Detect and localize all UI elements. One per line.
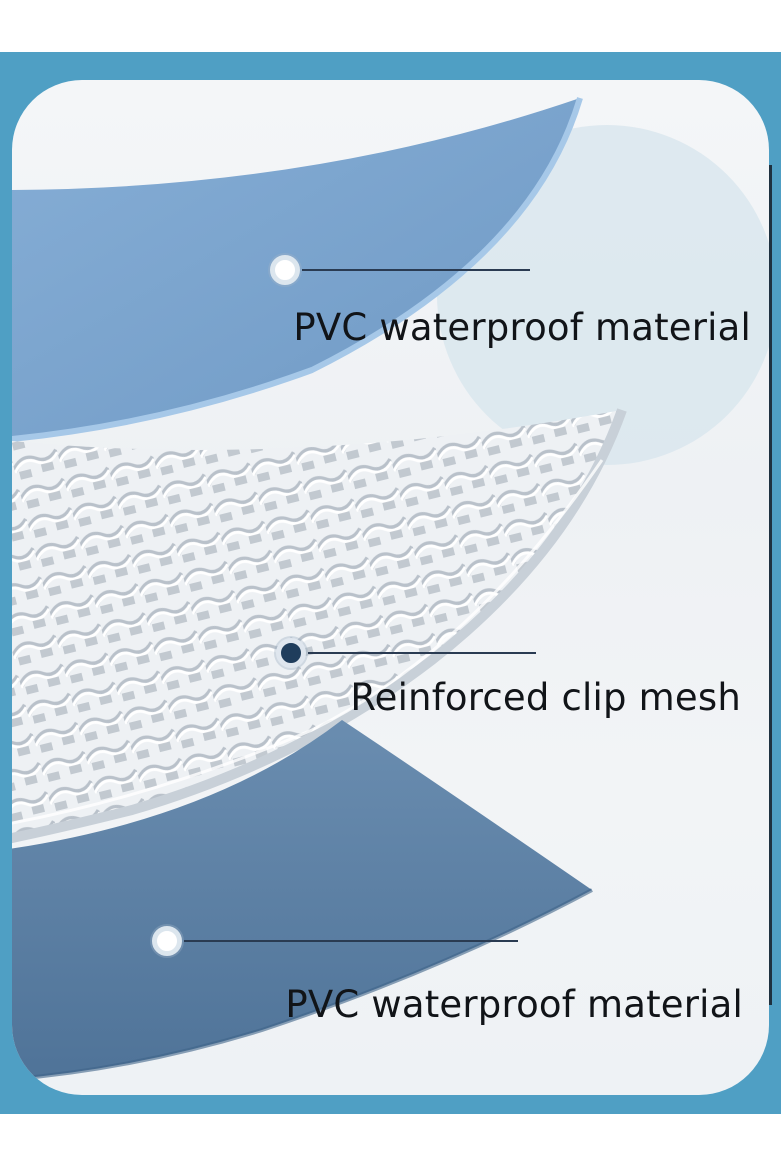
mesh-layer	[12, 410, 622, 838]
right-edge-rule	[769, 165, 772, 1005]
navy-circle-marker-icon	[276, 638, 306, 668]
material-layers-panel: PVC waterproof material Reinforced clip …	[12, 80, 769, 1095]
leader-line	[302, 269, 530, 271]
mesh-layer-edge	[12, 408, 627, 844]
layers-illustration	[12, 97, 769, 1082]
callout-label-pvc-top: PVC waterproof material	[293, 306, 751, 349]
bottom-pvc-layer	[12, 720, 592, 1080]
white-circle-marker-icon	[270, 255, 300, 285]
white-circle-marker-icon	[152, 926, 182, 956]
leader-line	[184, 940, 518, 942]
callout-label-pvc-bottom: PVC waterproof material	[285, 983, 743, 1026]
callout-label-mesh: Reinforced clip mesh	[350, 676, 741, 719]
leader-line	[308, 652, 536, 654]
top-pvc-layer-edge	[12, 97, 583, 443]
